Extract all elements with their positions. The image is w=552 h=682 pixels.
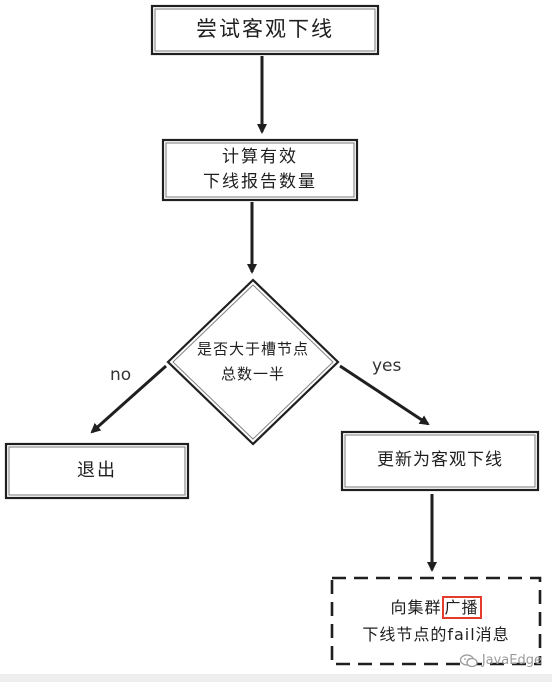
count-box bbox=[161, 138, 359, 202]
decision-diamond bbox=[166, 278, 340, 446]
arrow-decision-to-update bbox=[339, 364, 430, 426]
watermark-text: JavaEdge bbox=[481, 653, 542, 668]
update-label: 更新为客观下线 bbox=[377, 450, 503, 471]
count-label: 计算有效 下线报告数量 bbox=[163, 140, 357, 200]
exit-label: 退出 bbox=[77, 459, 117, 481]
broadcast-label: 向集群广播 下线节点的fail消息 bbox=[332, 580, 540, 662]
decision-label-line1: 是否大于槽节点 bbox=[196, 339, 309, 358]
footer-bar bbox=[0, 674, 552, 682]
exit-box bbox=[4, 442, 190, 500]
update-box bbox=[340, 430, 540, 492]
start-label: 尝试客观下线 bbox=[196, 17, 334, 42]
broadcast-prefix: 向集群 bbox=[390, 597, 442, 617]
broadcast-label-line1: 向集群广播 bbox=[390, 594, 482, 621]
watermark: JavaEdge bbox=[459, 653, 542, 668]
broadcast-label-line2: 下线节点的fail消息 bbox=[362, 625, 510, 644]
wechat-icon bbox=[459, 653, 478, 667]
edge-label-yes: yes bbox=[372, 356, 402, 376]
count-label-line2: 下线报告数量 bbox=[203, 172, 317, 192]
decision-label: 是否大于槽节点 总数一半 bbox=[173, 330, 333, 394]
start-box bbox=[150, 4, 380, 56]
broadcast-box bbox=[330, 576, 542, 666]
decision-label-line2: 总数一半 bbox=[220, 365, 285, 383]
broadcast-highlight: 广播 bbox=[441, 595, 482, 619]
edge-label-no: no bbox=[110, 365, 132, 385]
count-label-line1: 计算有效 bbox=[222, 146, 298, 167]
arrow-decision-to-exit bbox=[90, 364, 167, 434]
